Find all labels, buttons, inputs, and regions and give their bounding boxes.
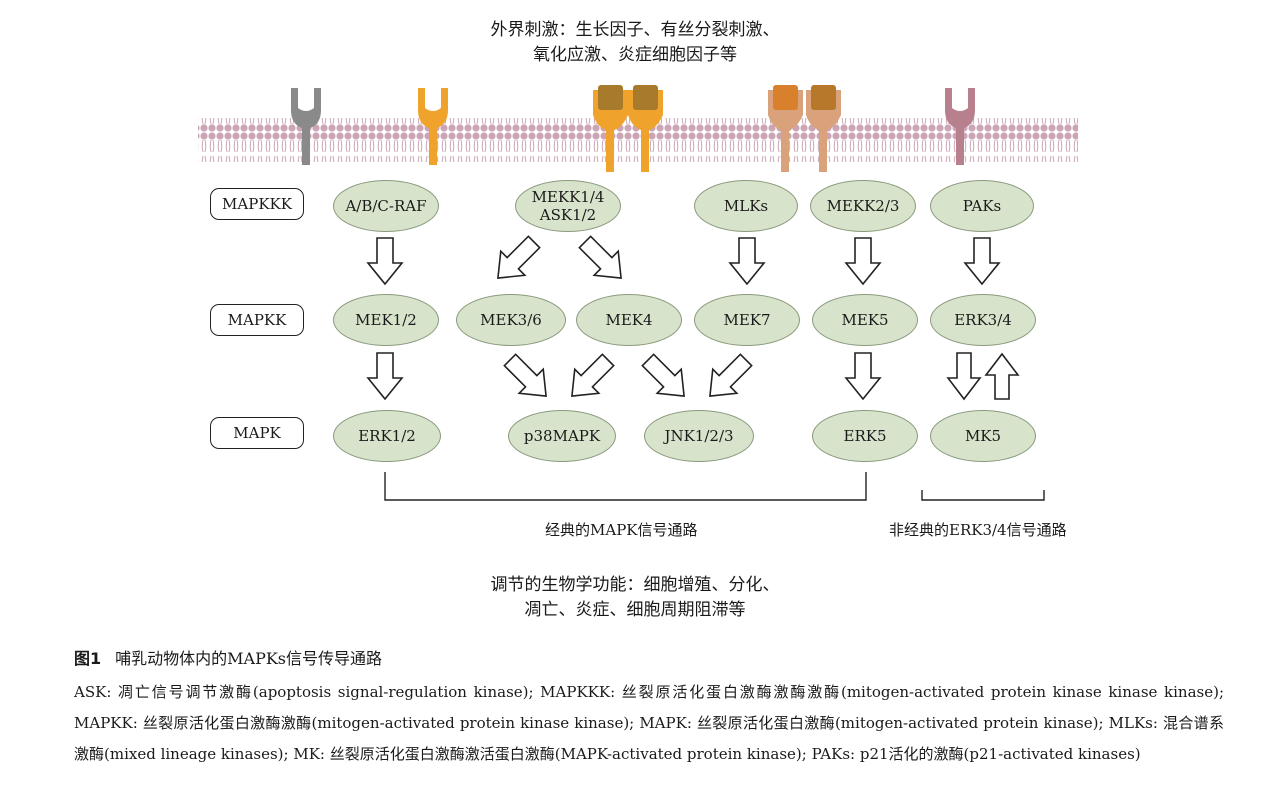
stimuli-line-1: 外界刺激：生长因子、有丝分裂刺激、: [490, 20, 780, 40]
functions-text: 调节的生物学功能：细胞增殖、分化、 凋亡、炎症、细胞周期阻滞等: [335, 573, 935, 623]
receptor-dimer-orange-icon: [593, 85, 663, 172]
node-mekk23: MEKK2/3: [810, 180, 916, 232]
node-erk12: ERK1/2: [333, 410, 441, 462]
node-mek4: MEK4: [576, 294, 682, 346]
figure-title: 哺乳动物体内的MAPKs信号传导通路: [115, 649, 383, 668]
bracket-nonclassical: [921, 490, 1045, 501]
arrow-mek12-to-erk12: [366, 352, 404, 401]
receptor-dimer-tan-icon: [768, 85, 841, 172]
receptor-rose-icon: [945, 88, 975, 165]
node-mlks: MLKs: [694, 180, 798, 232]
level-mapkkk: MAPKKK: [210, 188, 304, 220]
node-raf: A/B/C-RAF: [333, 180, 439, 232]
receptor-orange-icon: [418, 88, 448, 165]
arrow-erk34-to-mk5: [946, 352, 982, 401]
node-jnk123: JNK1/2/3: [644, 410, 754, 462]
arrow-mek4-to-p38: [571, 353, 615, 397]
functions-line-1: 调节的生物学功能：细胞增殖、分化、: [490, 575, 780, 595]
figure-number: 图1: [74, 649, 102, 668]
functions-line-2: 凋亡、炎症、细胞周期阻滞等: [524, 600, 746, 620]
bracket-classical: [384, 472, 867, 501]
arrow-mek5-to-erk5: [844, 352, 882, 401]
label-nonclassical-pathway: 非经典的ERK3/4信号通路: [889, 521, 1067, 539]
arrow-mekk-to-mek36: [497, 235, 541, 279]
node-mek36: MEK3/6: [456, 294, 566, 346]
arrow-raf-to-mek12: [366, 237, 404, 286]
arrow-mek4-to-jnk: [641, 353, 685, 397]
stimuli-line-2: 氧化应激、炎症细胞因子等: [533, 45, 737, 65]
node-mk5: MK5: [930, 410, 1036, 462]
mapk-pathway-diagram: [198, 85, 1078, 501]
level-mapkk: MAPKK: [210, 304, 304, 336]
label-classical-pathway: 经典的MAPK信号通路: [545, 521, 698, 539]
figure-caption: 图1 哺乳动物体内的MAPKs信号传导通路: [74, 645, 382, 669]
arrow-mk5-to-erk34: [984, 352, 1020, 400]
arrow-mlks-to-mek7: [728, 237, 766, 286]
arrow-mek36-to-p38: [503, 353, 547, 397]
node-p38mapk: p38MAPK: [508, 410, 616, 462]
node-erk5: ERK5: [812, 410, 918, 462]
node-mek7: MEK7: [694, 294, 800, 346]
node-mek12: MEK1/2: [333, 294, 439, 346]
arrow-mek7-to-jnk: [709, 353, 753, 397]
level-mapk: MAPK: [210, 417, 304, 449]
receptor-gray-icon: [291, 88, 321, 165]
node-erk34: ERK3/4: [930, 294, 1036, 346]
arrow-paks-to-erk34: [963, 237, 1001, 286]
node-mekk14-ask12: MEKK1/4 ASK1/2: [515, 180, 621, 232]
node-mek5: MEK5: [812, 294, 918, 346]
stimuli-text: 外界刺激：生长因子、有丝分裂刺激、 氧化应激、炎症细胞因子等: [335, 18, 935, 68]
node-paks: PAKs: [930, 180, 1034, 232]
figure-legend: ASK: 凋亡信号调节激酶(apoptosis signal-regulatio…: [74, 683, 1224, 763]
arrow-mekk-to-mek4: [578, 235, 622, 279]
arrow-mekk23-to-mek5: [844, 237, 882, 286]
